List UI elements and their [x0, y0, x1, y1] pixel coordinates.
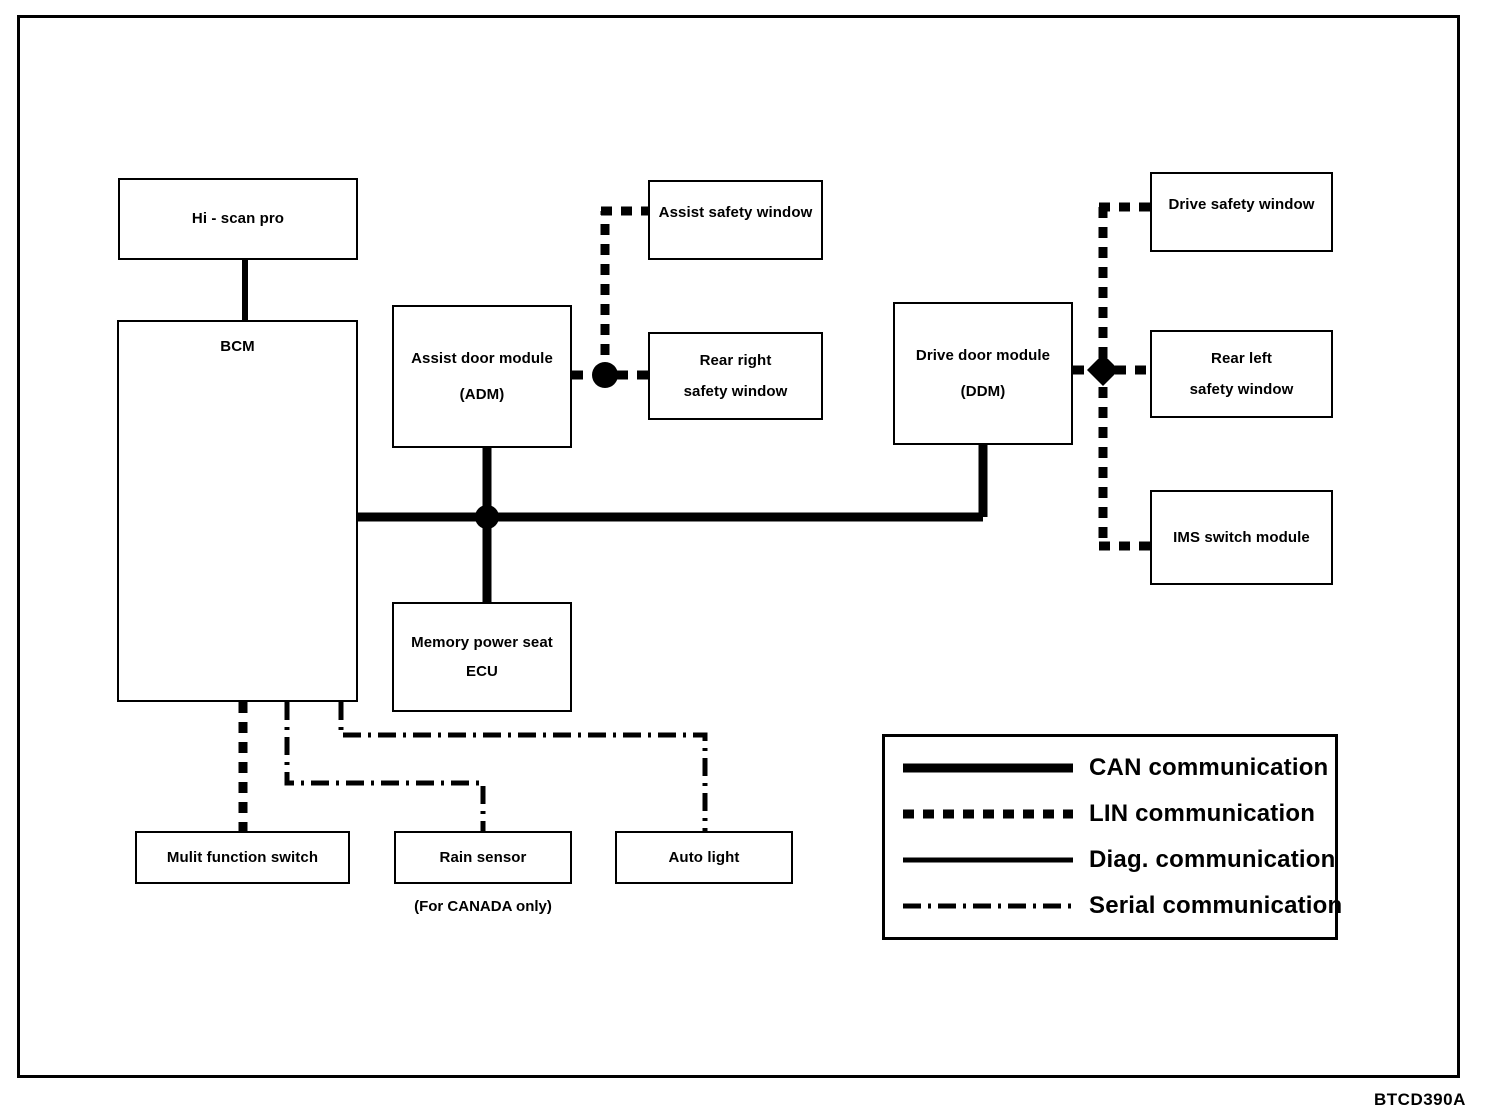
node-rear-left-safety-window[interactable]: Rear left safety window: [1150, 330, 1333, 418]
legend-sample-can-line: [903, 758, 1073, 778]
node-label-line-1: Rear right: [699, 351, 772, 369]
legend-label-diag: Diag. communication: [1089, 846, 1336, 873]
node-label-line-1: Rear left: [1211, 349, 1272, 367]
node-label: Mulit function switch: [166, 848, 319, 866]
node-mulit-function-switch[interactable]: Mulit function switch: [135, 831, 350, 884]
node-label: Hi - scan pro: [191, 210, 285, 228]
node-label-line-2: (DDM): [960, 382, 1006, 400]
node-label-line-2: safety window: [683, 383, 788, 400]
node-bcm[interactable]: BCM: [117, 320, 358, 702]
node-label-line-1: Memory power seat: [411, 633, 553, 651]
figure-id-label: BTCD390A: [1374, 1090, 1466, 1109]
node-ims-switch-module[interactable]: IMS switch module: [1150, 490, 1333, 585]
node-label-line-2: ECU: [466, 663, 498, 680]
node-label-line-1: Drive door module: [915, 347, 1051, 365]
node-assist-door-module[interactable]: Assist door module (ADM): [392, 305, 572, 448]
legend-label-can: CAN communication: [1089, 754, 1329, 781]
node-label: Assist safety window: [658, 204, 813, 221]
node-rain-sensor[interactable]: Rain sensor: [394, 831, 572, 884]
legend-row-lin: LIN communication: [885, 792, 1335, 836]
node-label-line-1: Assist door module: [411, 350, 553, 368]
legend-row-can: CAN communication: [885, 746, 1335, 790]
legend-box: CAN communication LIN communication Diag…: [882, 734, 1342, 940]
node-label: Auto light: [668, 848, 740, 866]
node-label: Drive safety window: [1168, 196, 1315, 213]
legend-sample-lin-line: [903, 804, 1073, 824]
node-rear-right-safety-window[interactable]: Rear right safety window: [648, 332, 823, 420]
canada-only-note: (For CANADA only): [414, 898, 552, 915]
node-memory-power-seat-ecu[interactable]: Memory power seat ECU: [392, 602, 572, 712]
node-label-line-2: safety window: [1189, 381, 1294, 398]
node-label: IMS switch module: [1173, 528, 1310, 546]
node-drive-safety-window[interactable]: Drive safety window: [1150, 172, 1333, 252]
node-label-line-2: (ADM): [459, 385, 505, 403]
node-drive-door-module[interactable]: Drive door module (DDM): [893, 302, 1073, 445]
legend-label-lin: LIN communication: [1089, 800, 1316, 827]
legend-sample-diag-line: [903, 850, 1073, 870]
node-assist-safety-window[interactable]: Assist safety window: [648, 180, 823, 260]
legend-label-serial: Serial communication: [1089, 892, 1343, 919]
node-label: BCM: [220, 338, 255, 355]
node-label: Rain sensor: [439, 848, 527, 866]
legend-row-serial: Serial communication: [885, 884, 1342, 928]
node-hi-scan-pro[interactable]: Hi - scan pro: [118, 178, 358, 260]
legend-row-diag: Diag. communication: [885, 838, 1335, 882]
legend-sample-serial-line: [903, 896, 1073, 916]
node-auto-light[interactable]: Auto light: [615, 831, 793, 884]
diagram-frame: [17, 15, 1460, 1078]
